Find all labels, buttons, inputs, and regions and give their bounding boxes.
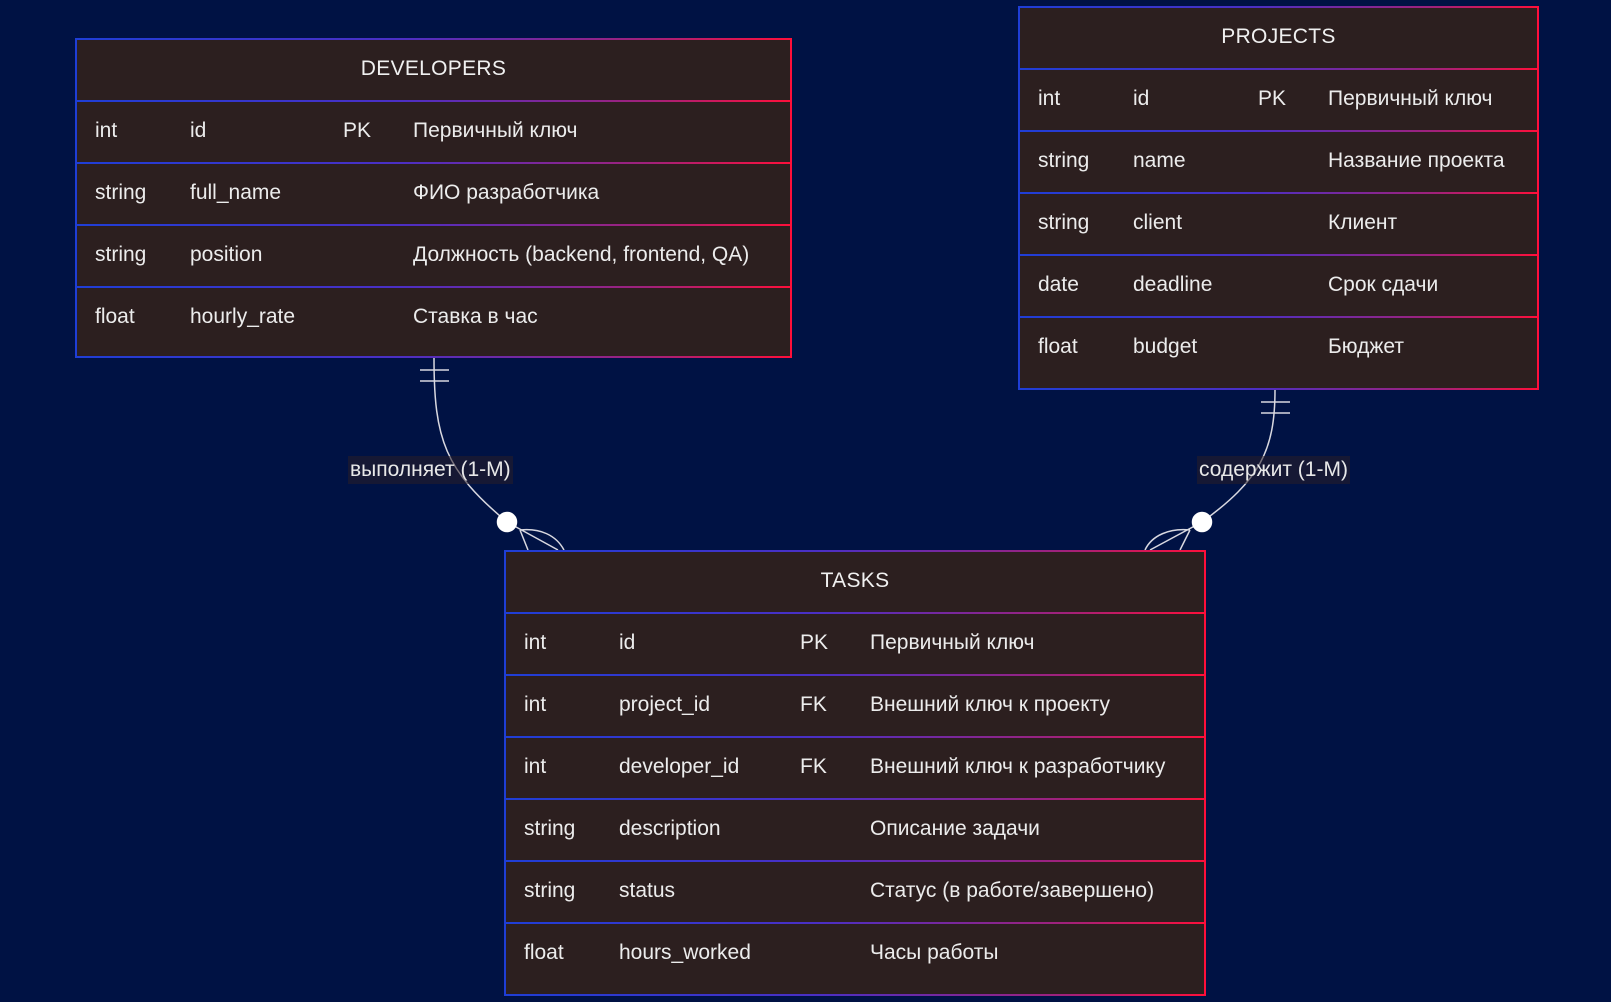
attribute-key: PK <box>343 119 372 142</box>
relationship-developers-tasks <box>420 357 565 551</box>
attribute-name: deadline <box>1133 273 1213 296</box>
attribute-comment: Внешний ключ к проекту <box>870 693 1110 716</box>
attribute-name: status <box>619 879 676 902</box>
attribute-type: string <box>1038 149 1090 172</box>
attribute-type: int <box>1038 87 1061 110</box>
attribute-comment: Статус (в работе/завершено) <box>870 879 1155 902</box>
attribute-row: string full_name ФИО разработчика <box>75 162 792 224</box>
attribute-type: int <box>524 755 547 778</box>
attribute-type: int <box>524 631 547 654</box>
attribute-name: description <box>619 817 721 840</box>
entity-title: TASKS <box>820 569 890 592</box>
attribute-row: int developer_id FK Внешний ключ к разра… <box>504 736 1206 798</box>
attribute-key: PK <box>1258 87 1287 110</box>
attribute-key: PK <box>800 631 829 654</box>
relationship-label-developers-tasks: выполняет (1-M) <box>348 456 513 484</box>
attribute-row: float budget Бюджет <box>1018 316 1539 378</box>
entity-projects[interactable]: PROJECTS int id PK Первичный ключ string… <box>1018 6 1539 390</box>
attribute-row: string description Описание задачи <box>504 798 1206 860</box>
attribute-comment: Срок сдачи <box>1328 273 1439 296</box>
attribute-name: id <box>619 631 636 654</box>
attribute-row: string name Название проекта <box>1018 130 1539 192</box>
attribute-key: FK <box>800 755 827 778</box>
relationship-line <box>433 357 559 551</box>
cardinality-zero-circle <box>1191 511 1213 533</box>
attribute-name: budget <box>1133 335 1198 358</box>
attribute-type: string <box>95 181 147 204</box>
attribute-comment: Описание задачи <box>870 817 1040 840</box>
attribute-type: string <box>1038 211 1090 234</box>
attribute-name: id <box>1133 87 1150 110</box>
relationship-label-projects-tasks: содержит (1-M) <box>1197 456 1350 484</box>
attribute-key: FK <box>800 693 827 716</box>
attribute-type: float <box>524 941 564 964</box>
attribute-row: int id PK Первичный ключ <box>1018 68 1539 130</box>
attribute-name: full_name <box>190 181 282 204</box>
attribute-comment: ФИО разработчика <box>413 181 600 204</box>
entity-tasks[interactable]: TASKS int id PK Первичный ключ int proje… <box>504 550 1206 996</box>
attribute-type: int <box>524 693 547 716</box>
attribute-type: float <box>1038 335 1078 358</box>
attribute-row: string status Статус (в работе/завершено… <box>504 860 1206 922</box>
attribute-type: int <box>95 119 118 142</box>
attribute-type: date <box>1038 273 1079 296</box>
entity-title: PROJECTS <box>1221 25 1336 48</box>
cardinality-zero-circle <box>496 511 518 533</box>
attribute-comment: Бюджет <box>1328 335 1404 358</box>
entity-developers[interactable]: DEVELOPERS int id PK Первичный ключ stri… <box>75 38 792 358</box>
attribute-name: hours_worked <box>619 941 751 964</box>
crowfoot-mark <box>1144 528 1191 551</box>
crowfoot-mark <box>519 528 565 551</box>
attribute-name: id <box>190 119 207 142</box>
attribute-row: int id PK Первичный ключ <box>75 100 792 162</box>
attribute-comment: Должность (backend, frontend, QA) <box>413 243 750 266</box>
attribute-comment: Первичный ключ <box>870 631 1035 654</box>
attribute-row: int project_id FK Внешний ключ к проекту <box>504 674 1206 736</box>
attribute-name: position <box>190 243 263 266</box>
attribute-comment: Первичный ключ <box>413 119 578 142</box>
attribute-comment: Первичный ключ <box>1328 87 1493 110</box>
attribute-row: date deadline Срок сдачи <box>1018 254 1539 316</box>
attribute-name: hourly_rate <box>190 305 296 328</box>
attribute-comment: Внешний ключ к разработчику <box>870 755 1166 778</box>
attribute-type: string <box>95 243 147 266</box>
attribute-type: string <box>524 817 576 840</box>
attribute-type: string <box>524 879 576 902</box>
attribute-name: developer_id <box>619 755 740 778</box>
attribute-row: int id PK Первичный ключ <box>504 612 1206 674</box>
attribute-name: client <box>1133 211 1183 234</box>
attribute-name: name <box>1133 149 1186 172</box>
entity-title: DEVELOPERS <box>360 57 507 80</box>
attribute-comment: Ставка в час <box>413 305 538 328</box>
attribute-name: project_id <box>619 693 711 716</box>
attribute-row: float hours_worked Часы работы <box>504 922 1206 984</box>
attribute-comment: Клиент <box>1328 211 1398 234</box>
attribute-comment: Часы работы <box>870 941 999 964</box>
attribute-row: string position Должность (backend, fron… <box>75 224 792 286</box>
attribute-row: string client Клиент <box>1018 192 1539 254</box>
attribute-row: float hourly_rate Ставка в час <box>75 286 792 348</box>
attribute-comment: Название проекта <box>1328 149 1505 172</box>
attribute-type: float <box>95 305 135 328</box>
